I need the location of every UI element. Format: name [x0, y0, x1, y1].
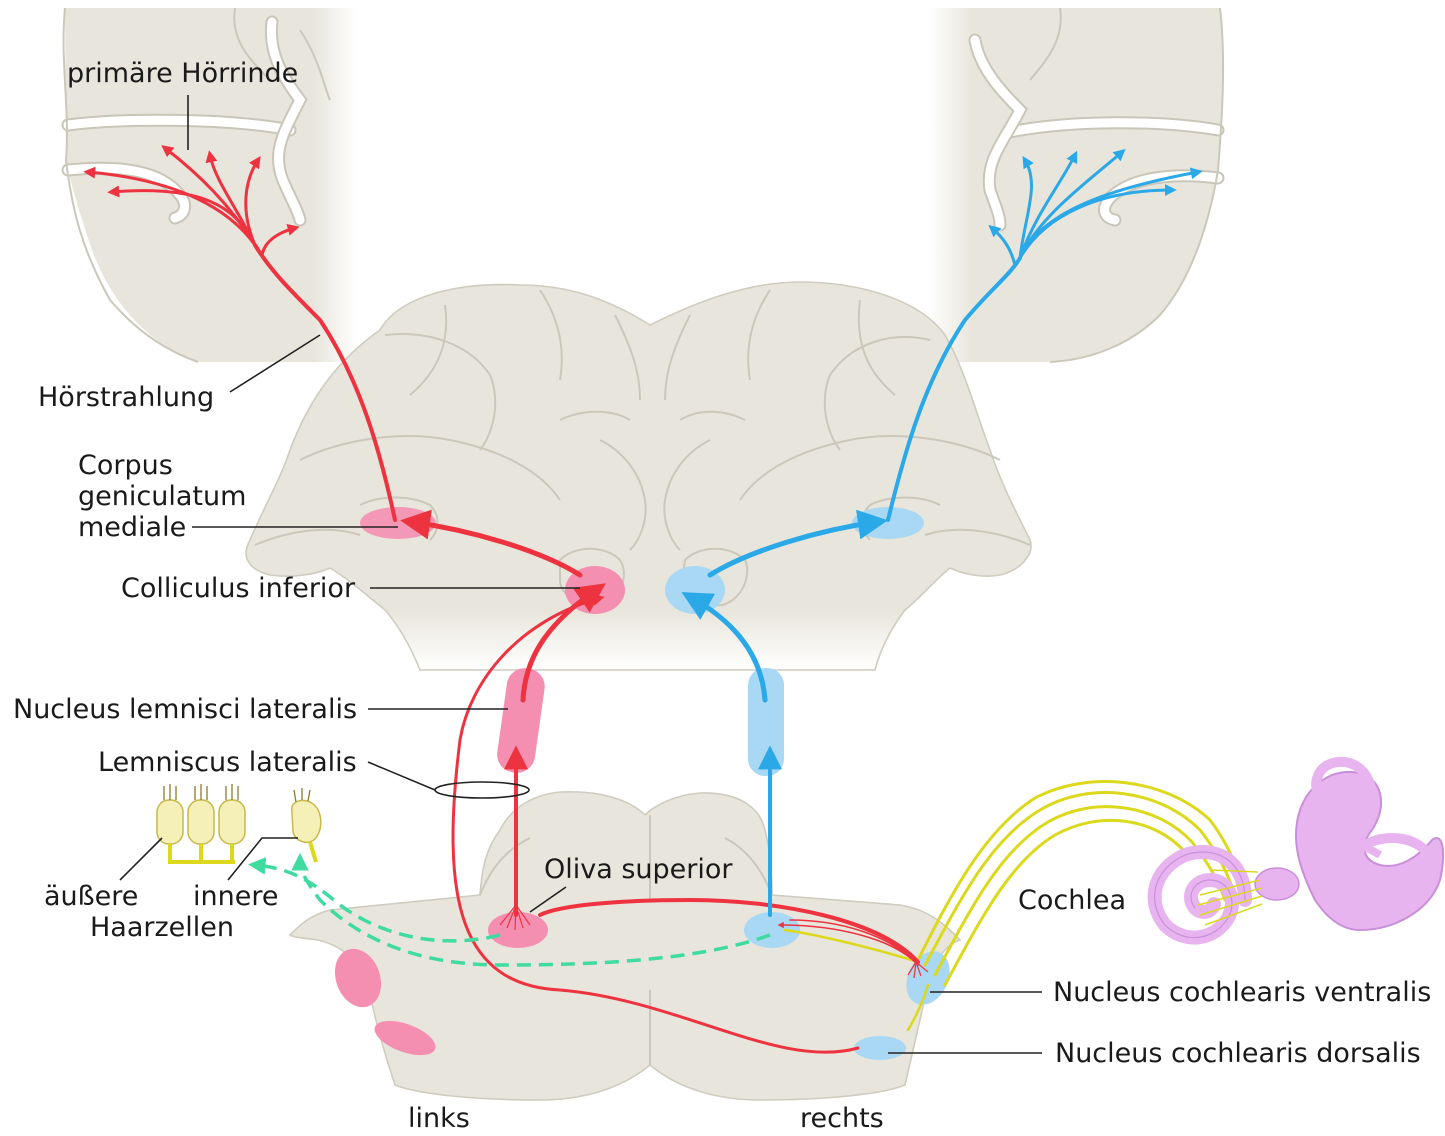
- left-nucleus-lemnisci: [495, 666, 547, 775]
- left-superior-olive: [488, 912, 548, 948]
- label-cgm-line2: geniculatum: [78, 481, 246, 512]
- label-lemniscus-lateralis: Lemniscus lateralis: [98, 747, 357, 778]
- label-nucleus-cochlearis-ventralis: Nucleus cochlearis ventralis: [1053, 977, 1431, 1008]
- label-nucleus-cochlearis-dorsalis: Nucleus cochlearis dorsalis: [1055, 1038, 1421, 1069]
- outer-hair-cells: [157, 800, 245, 844]
- label-inner-hair-cells: innere: [193, 881, 278, 912]
- label-oliva-superior: Oliva superior: [544, 854, 733, 885]
- label-cgm-line3: mediale: [78, 512, 186, 543]
- label-nucleus-lemnisci-lateralis: Nucleus lemnisci lateralis: [13, 694, 357, 725]
- brainstem-midbrain: [246, 282, 1031, 670]
- label-outer-hair-cells: äußere: [44, 881, 138, 912]
- hair-cells: [157, 784, 321, 862]
- label-primary-auditory-cortex: primäre Hörrinde: [67, 58, 298, 89]
- label-auditory-radiation: Hörstrahlung: [38, 382, 214, 413]
- label-cgm-line1: Corpus: [78, 450, 173, 481]
- inner-ear: [1155, 762, 1444, 938]
- right-nucleus-lemnisci: [748, 668, 784, 776]
- label-hair-cells: Haarzellen: [90, 912, 234, 943]
- label-right-side: rechts: [800, 1103, 884, 1134]
- label-colliculus-inferior: Colliculus inferior: [121, 573, 356, 604]
- inner-hair-cell: [292, 800, 321, 842]
- label-left-side: links: [408, 1103, 470, 1134]
- cochlea-spiral: [1155, 852, 1245, 938]
- right-cochlear-nucleus-d: [854, 1036, 906, 1060]
- label-cochlea: Cochlea: [1018, 885, 1126, 916]
